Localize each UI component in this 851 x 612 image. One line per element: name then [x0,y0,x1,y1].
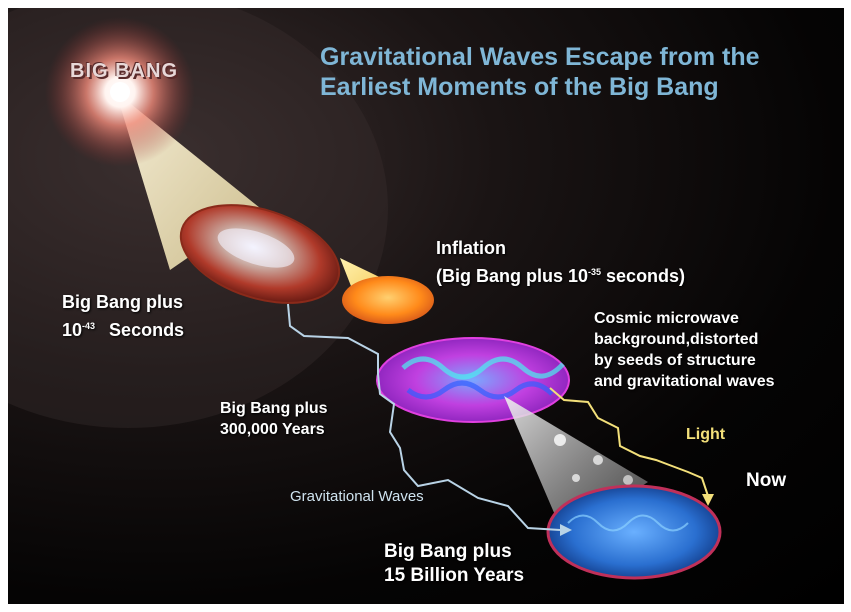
diagram-title: Gravitational Waves Escape from the Earl… [320,42,760,102]
light-label: Light [686,426,726,443]
big-bang-core [110,82,130,102]
gravitational-wave-arrowhead [560,524,572,536]
early-time-line-1: Big Bang plus [62,292,183,312]
cmb-label-line-4: and gravitational waves [594,373,775,390]
early-time-base: 10 [62,320,83,340]
recombination-line-2: 300,000 Years [220,421,325,438]
early-time-exponent: -43 [82,321,96,331]
inflation-base: (Big Bang plus 10 [436,266,589,286]
inflation-label: Inflation (Big Bang plus 10-35 seconds) [436,236,685,288]
cmb-label: Cosmic microwave background,distorted by… [594,308,775,392]
title-line-1: Gravitational Waves Escape from the [320,43,760,71]
cosmic-history-art [8,8,722,580]
galaxy-blob-2 [593,455,603,465]
cmb-texture-1 [401,356,565,380]
now-disk-filaments [567,514,689,532]
big-bang-label: BIG BANG [70,60,178,82]
light-arrowhead [702,494,714,506]
cmb-label-line-1: Cosmic microwave [594,310,739,327]
inflation-label-line-1: Inflation [436,238,506,258]
recombination-line-1: Big Bang plus [220,400,328,417]
light-path [549,387,709,497]
title-line-2: Earliest Moments of the Big Bang [320,73,719,101]
recombination-label: Big Bang plus 300,000 Years [220,398,328,440]
gravitational-wave-path [287,303,561,531]
galaxy-blob-3 [572,474,580,482]
present-time-line-2: 15 Billion Years [384,565,525,586]
present-time-label: Big Bang plus 15 Billion Years [384,540,524,588]
inflation-unit: seconds) [601,266,686,286]
cmb-disk [376,337,570,423]
diagram-canvas: Gravitational Waves Escape from the Earl… [8,8,844,604]
inflation-exponent: -35 [588,267,602,277]
early-time-unit: Seconds [109,320,185,340]
cmb-label-line-2: background,distorted [594,331,759,348]
early-time-line-2: 10-43 Seconds [62,314,184,342]
galaxy-blob-4 [623,475,633,485]
galaxy-blob-1 [554,434,566,446]
inflation-label-line-2: (Big Bang plus 10-35 seconds) [436,260,685,288]
early-time-label: Big Bang plus 10-43 Seconds [62,290,184,342]
cmb-texture-2 [406,380,554,400]
present-time-line-1: Big Bang plus [384,541,512,562]
now-label: Now [746,470,787,491]
gravitational-waves-label: Gravitational Waves [290,488,424,505]
cmb-label-line-3: by seeds of structure [594,352,756,369]
inflation-disk [342,276,434,324]
early-disk-glow [217,228,295,268]
now-universe-disk [546,484,722,580]
